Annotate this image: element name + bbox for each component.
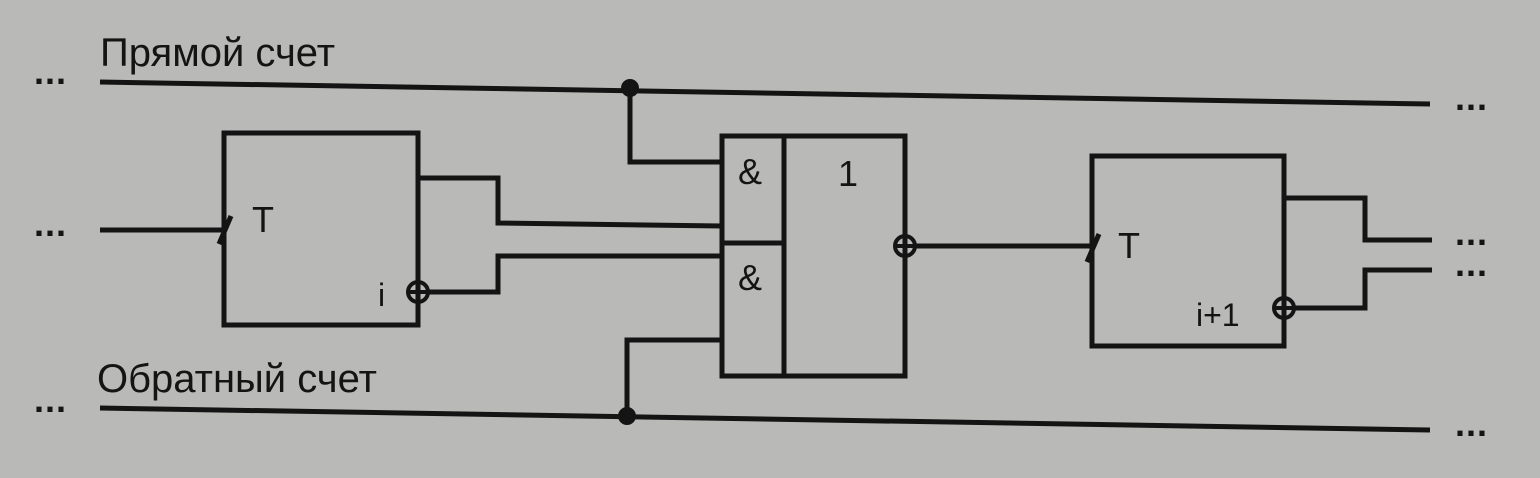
forward-count-bus bbox=[99, 79, 1431, 107]
trigger-left-inverse-output-wire bbox=[428, 253, 722, 295]
forward-count-label: Прямой счет bbox=[100, 31, 335, 75]
forward-bus-tap-wire bbox=[627, 88, 722, 165]
trigger-right-index-label: i+1 bbox=[1196, 297, 1240, 333]
or-gate-label: 1 bbox=[838, 153, 858, 194]
reverse-bus-tap-wire bbox=[624, 337, 722, 416]
forward-bus-left-ellipsis: ... bbox=[34, 51, 67, 92]
clock-input-ellipsis: ... bbox=[34, 203, 67, 244]
output-inverse-ellipsis: ... bbox=[1455, 243, 1488, 284]
reverse-bus-right-ellipsis: ... bbox=[1455, 403, 1488, 444]
reverse-count-label: Обратный счет bbox=[97, 357, 377, 401]
trigger-right-label: T bbox=[1118, 225, 1140, 266]
output-direct-ellipsis: ... bbox=[1455, 212, 1488, 253]
reverse-count-bus bbox=[99, 405, 1431, 433]
and-top-label: & bbox=[738, 151, 762, 192]
trigger-left-direct-output-wire bbox=[418, 175, 723, 229]
forward-bus-junction-dot bbox=[621, 79, 639, 97]
reverse-bus-junction-dot bbox=[618, 407, 636, 425]
forward-bus-right-ellipsis: ... bbox=[1455, 77, 1488, 118]
and-bottom-label: & bbox=[738, 257, 762, 298]
trigger-left-clock-mark bbox=[216, 215, 234, 245]
trigger-right-clock-mark bbox=[1084, 233, 1102, 263]
trigger-left-label: T bbox=[252, 199, 274, 240]
trigger-left-index-label: i bbox=[378, 277, 385, 313]
trigger-right-direct-output-wire bbox=[1284, 195, 1432, 243]
trigger-right-inverse-output-wire bbox=[1294, 267, 1432, 311]
reverse-bus-left-ellipsis: ... bbox=[34, 379, 67, 420]
